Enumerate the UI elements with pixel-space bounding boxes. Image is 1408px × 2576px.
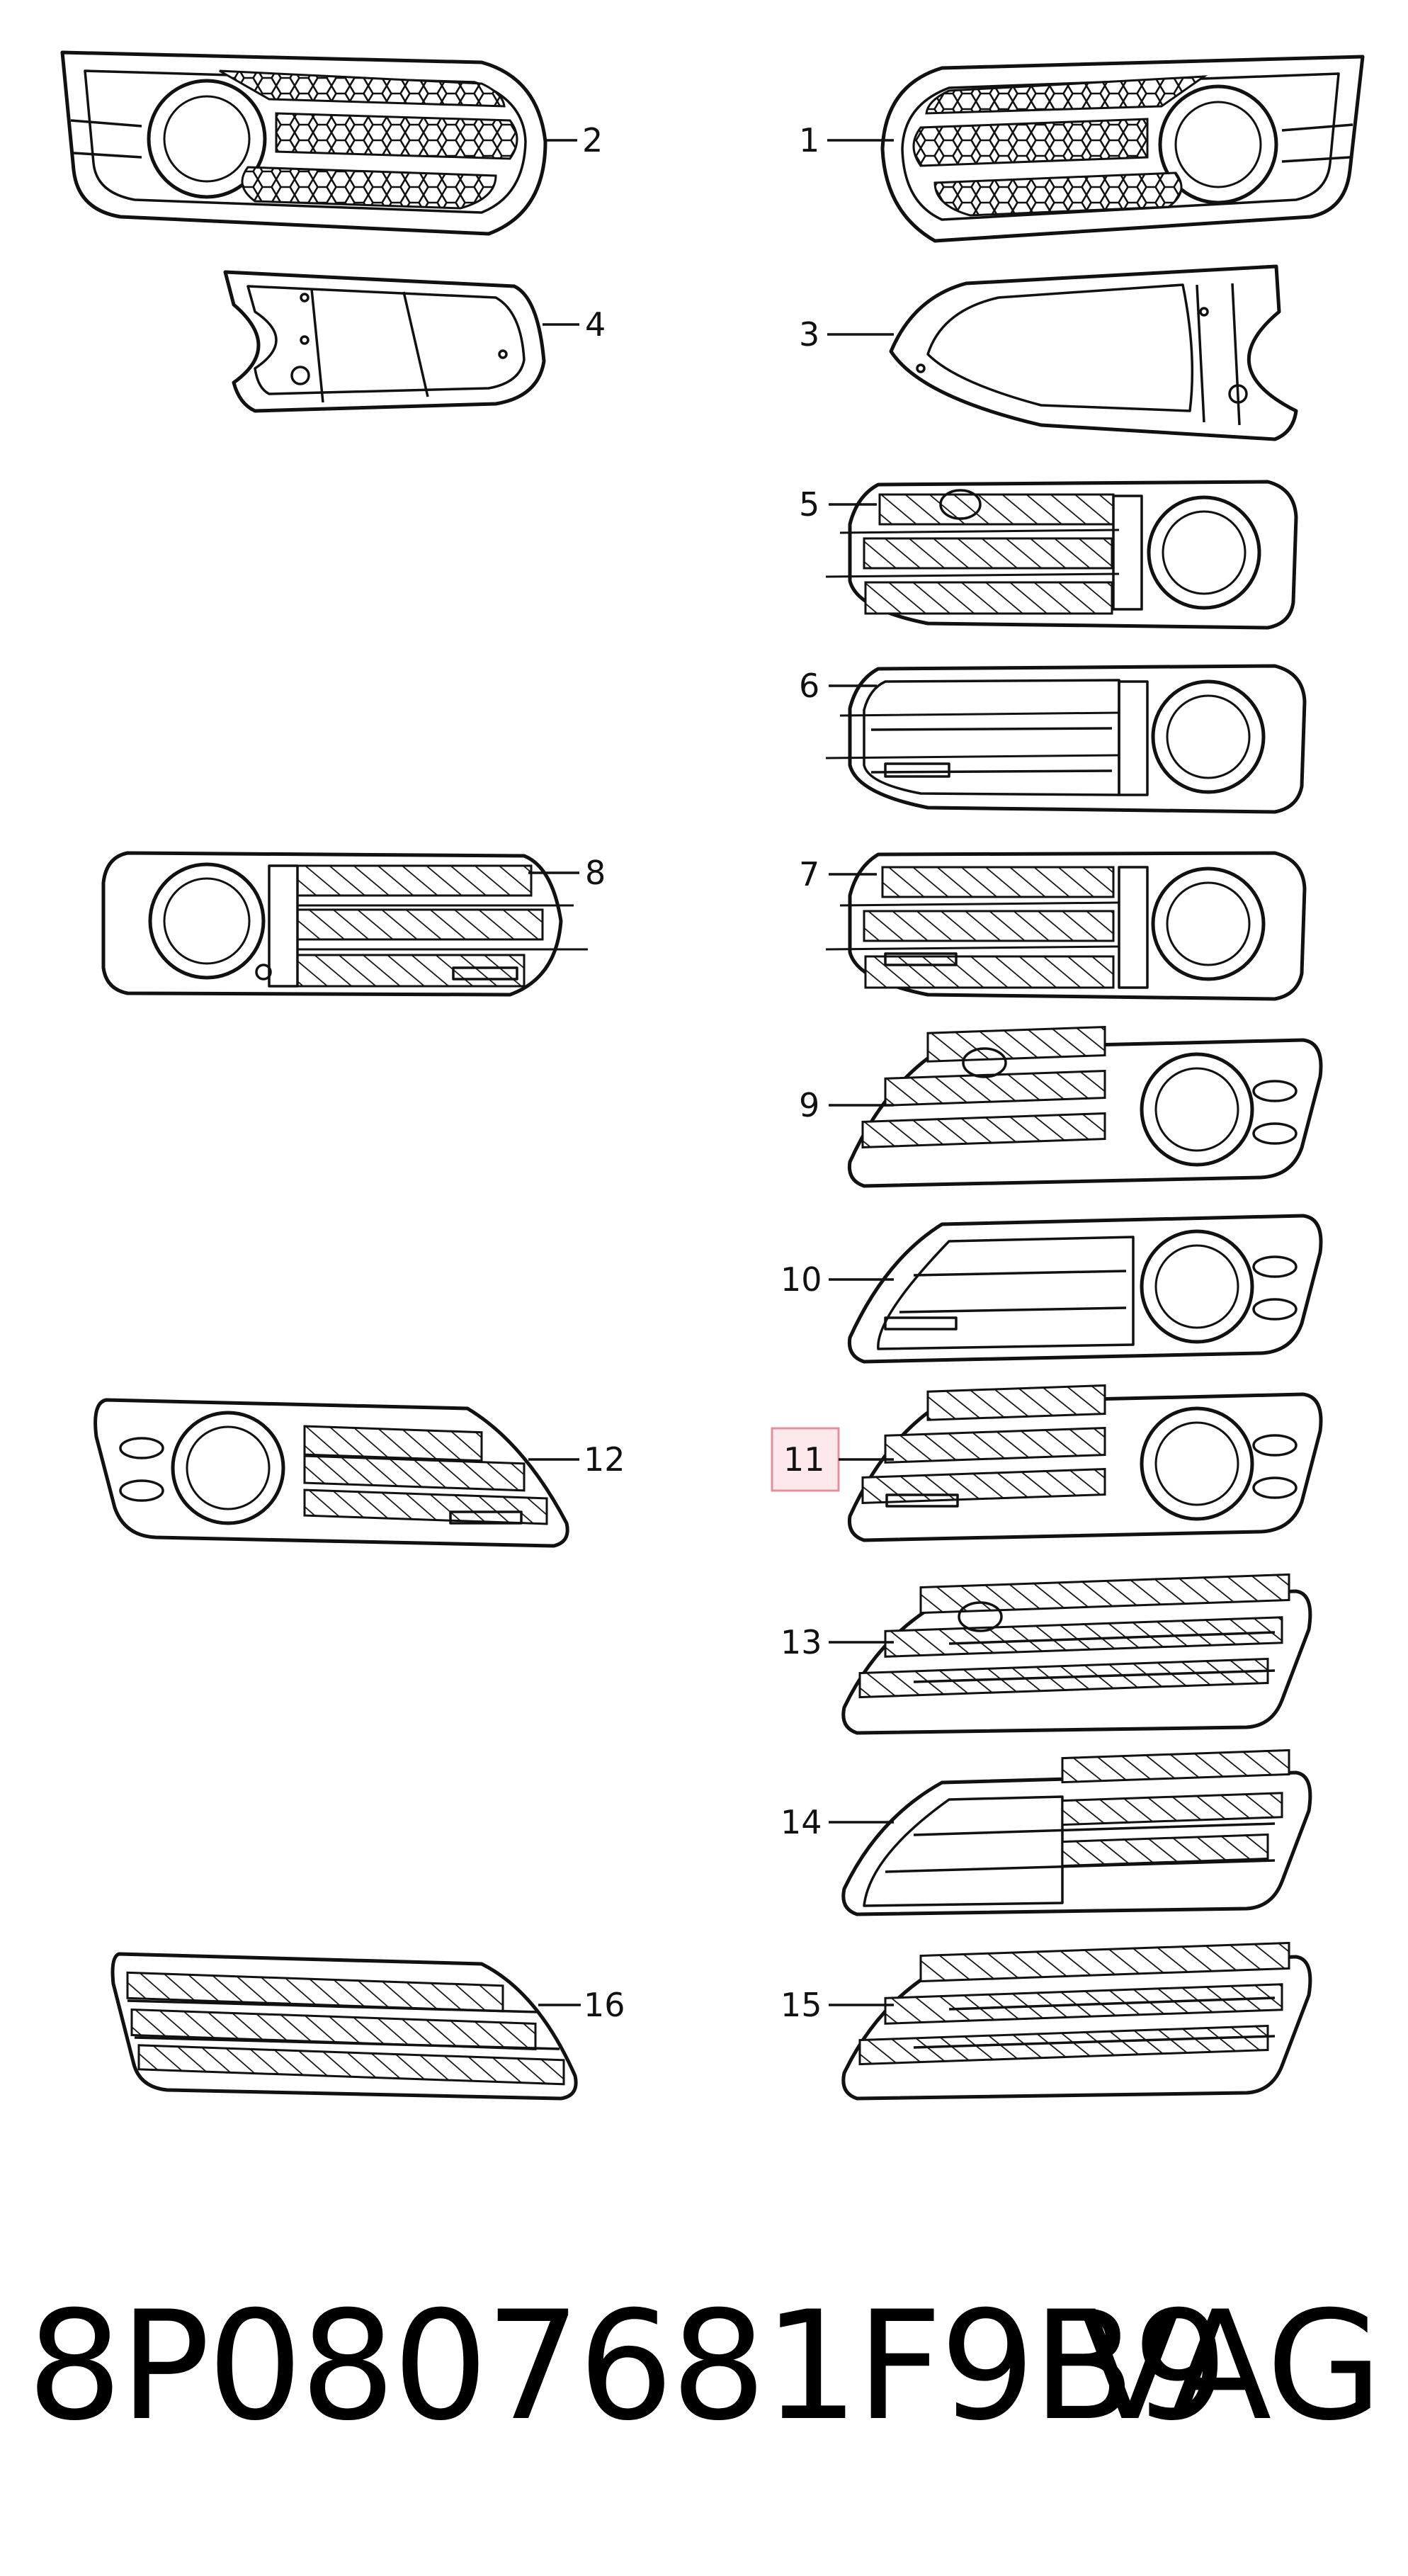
callout-8[interactable]: 8: [585, 854, 606, 892]
part-1-honeycomb-grille-right[interactable]: [880, 55, 1365, 243]
part-13-grille-right-hatched[interactable]: [841, 1573, 1312, 1735]
callout-13[interactable]: 13: [780, 1623, 822, 1661]
part-9-grille-right-hatched[interactable]: [847, 1025, 1323, 1188]
part-10-grille-right-open[interactable]: [847, 1214, 1323, 1364]
part-6-grille-right-open[interactable]: [825, 664, 1307, 814]
brand-label: VAG: [1078, 2278, 1383, 2453]
footer: 8P0807681F9B9 VAG: [0, 2274, 1408, 2487]
callout-2[interactable]: 2: [582, 121, 603, 159]
part-12-grille-left-hatched[interactable]: [93, 1398, 569, 1548]
part-8-grille-left-hatched[interactable]: [101, 851, 588, 997]
callout-16[interactable]: 16: [584, 1986, 625, 2024]
part-4-mounting-bracket-left[interactable]: [223, 270, 546, 413]
callout-9[interactable]: 9: [799, 1086, 819, 1124]
callout-10[interactable]: 10: [780, 1260, 822, 1299]
callout-4[interactable]: 4: [585, 305, 606, 344]
callout-11-highlight: [771, 1427, 840, 1492]
part-number: 8P0807681F9B9: [27, 2278, 1228, 2453]
part-2-honeycomb-grille-left[interactable]: [60, 50, 547, 236]
callout-15[interactable]: 15: [780, 1986, 822, 2024]
part-7-grille-right-hatched[interactable]: [825, 851, 1307, 1001]
callout-1[interactable]: 1: [799, 121, 819, 159]
callout-6[interactable]: 6: [799, 667, 819, 705]
callout-14[interactable]: 14: [780, 1803, 822, 1841]
part-15-grille-right-hatched[interactable]: [841, 1941, 1312, 2101]
part-11-grille-right-hatched[interactable]: [847, 1384, 1323, 1542]
callout-3[interactable]: 3: [799, 315, 819, 354]
callout-7[interactable]: 7: [799, 855, 819, 893]
callout-12[interactable]: 12: [584, 1440, 625, 1479]
part-16-grille-left-hatched[interactable]: [110, 1952, 578, 2101]
callout-5[interactable]: 5: [799, 485, 819, 524]
callout-11[interactable]: 11: [783, 1440, 825, 1479]
part-14-grille-right-partial-hatched[interactable]: [841, 1749, 1312, 1916]
part-5-grille-right-hatched[interactable]: [825, 480, 1298, 630]
part-3-mounting-bracket-right[interactable]: [889, 264, 1298, 441]
